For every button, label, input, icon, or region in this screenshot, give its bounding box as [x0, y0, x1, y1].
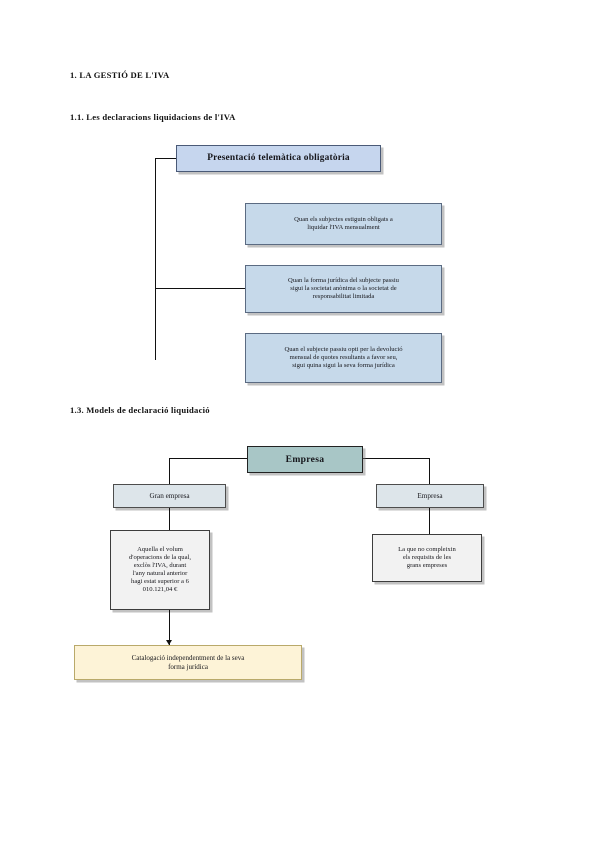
box-label: Quan els subjectes estiguin obligats a l…	[294, 215, 393, 231]
connector-root-left-v	[169, 458, 170, 485]
arrow-down-icon	[166, 640, 172, 645]
box-label: Catalogació independentment de la seva f…	[131, 653, 245, 671]
box-empresa-child: Empresa	[376, 484, 484, 508]
box-gran-empresa: Gran empresa	[113, 484, 226, 508]
box-label: Quan la forma jurídica del subjecte pass…	[288, 276, 399, 301]
box-label: Gran empresa	[149, 491, 190, 500]
connector-trunk	[155, 158, 156, 360]
box-label: Presentació telemàtica obligatòria	[207, 152, 350, 163]
box-condicio-3: Quan el subjecte passiu opti per la devo…	[245, 333, 442, 383]
connector-gran-empresa-detail	[169, 508, 170, 531]
box-label: Empresa	[285, 453, 325, 465]
section-heading-1-3: 1.3. Models de declaració liquidació	[70, 405, 210, 415]
box-label: Quan el subjecte passiu opti per la devo…	[284, 345, 403, 370]
connector-root-right-v	[429, 458, 430, 485]
connector-catalogacio	[169, 610, 170, 645]
connector-branch-mid	[155, 288, 245, 289]
box-detall-empresa: La que no compleixin els requisits de le…	[372, 534, 482, 582]
connector-root-left-h	[169, 458, 248, 459]
box-condicio-2: Quan la forma jurídica del subjecte pass…	[245, 265, 442, 313]
box-empresa-root: Empresa	[247, 446, 363, 473]
section-heading-1-1: 1.1. Les declaracions liquidacions de l'…	[70, 112, 236, 122]
box-label: Aquella el volum d'operacions de la qual…	[129, 545, 191, 594]
connector-empresa-detail	[429, 508, 430, 535]
box-catalogacio: Catalogació independentment de la seva f…	[74, 645, 302, 680]
box-detall-gran-empresa: Aquella el volum d'operacions de la qual…	[110, 530, 210, 610]
connector-title-stub	[155, 158, 176, 159]
box-condicio-1: Quan els subjectes estiguin obligats a l…	[245, 203, 442, 245]
box-presentacio-telematica-obligatoria: Presentació telemàtica obligatòria	[176, 145, 381, 172]
box-label: Empresa	[417, 491, 443, 500]
page-title: 1. LA GESTIÓ DE L'IVA	[70, 70, 170, 80]
box-label: La que no compleixin els requisits de le…	[398, 545, 456, 570]
connector-root-right-h	[363, 458, 430, 459]
